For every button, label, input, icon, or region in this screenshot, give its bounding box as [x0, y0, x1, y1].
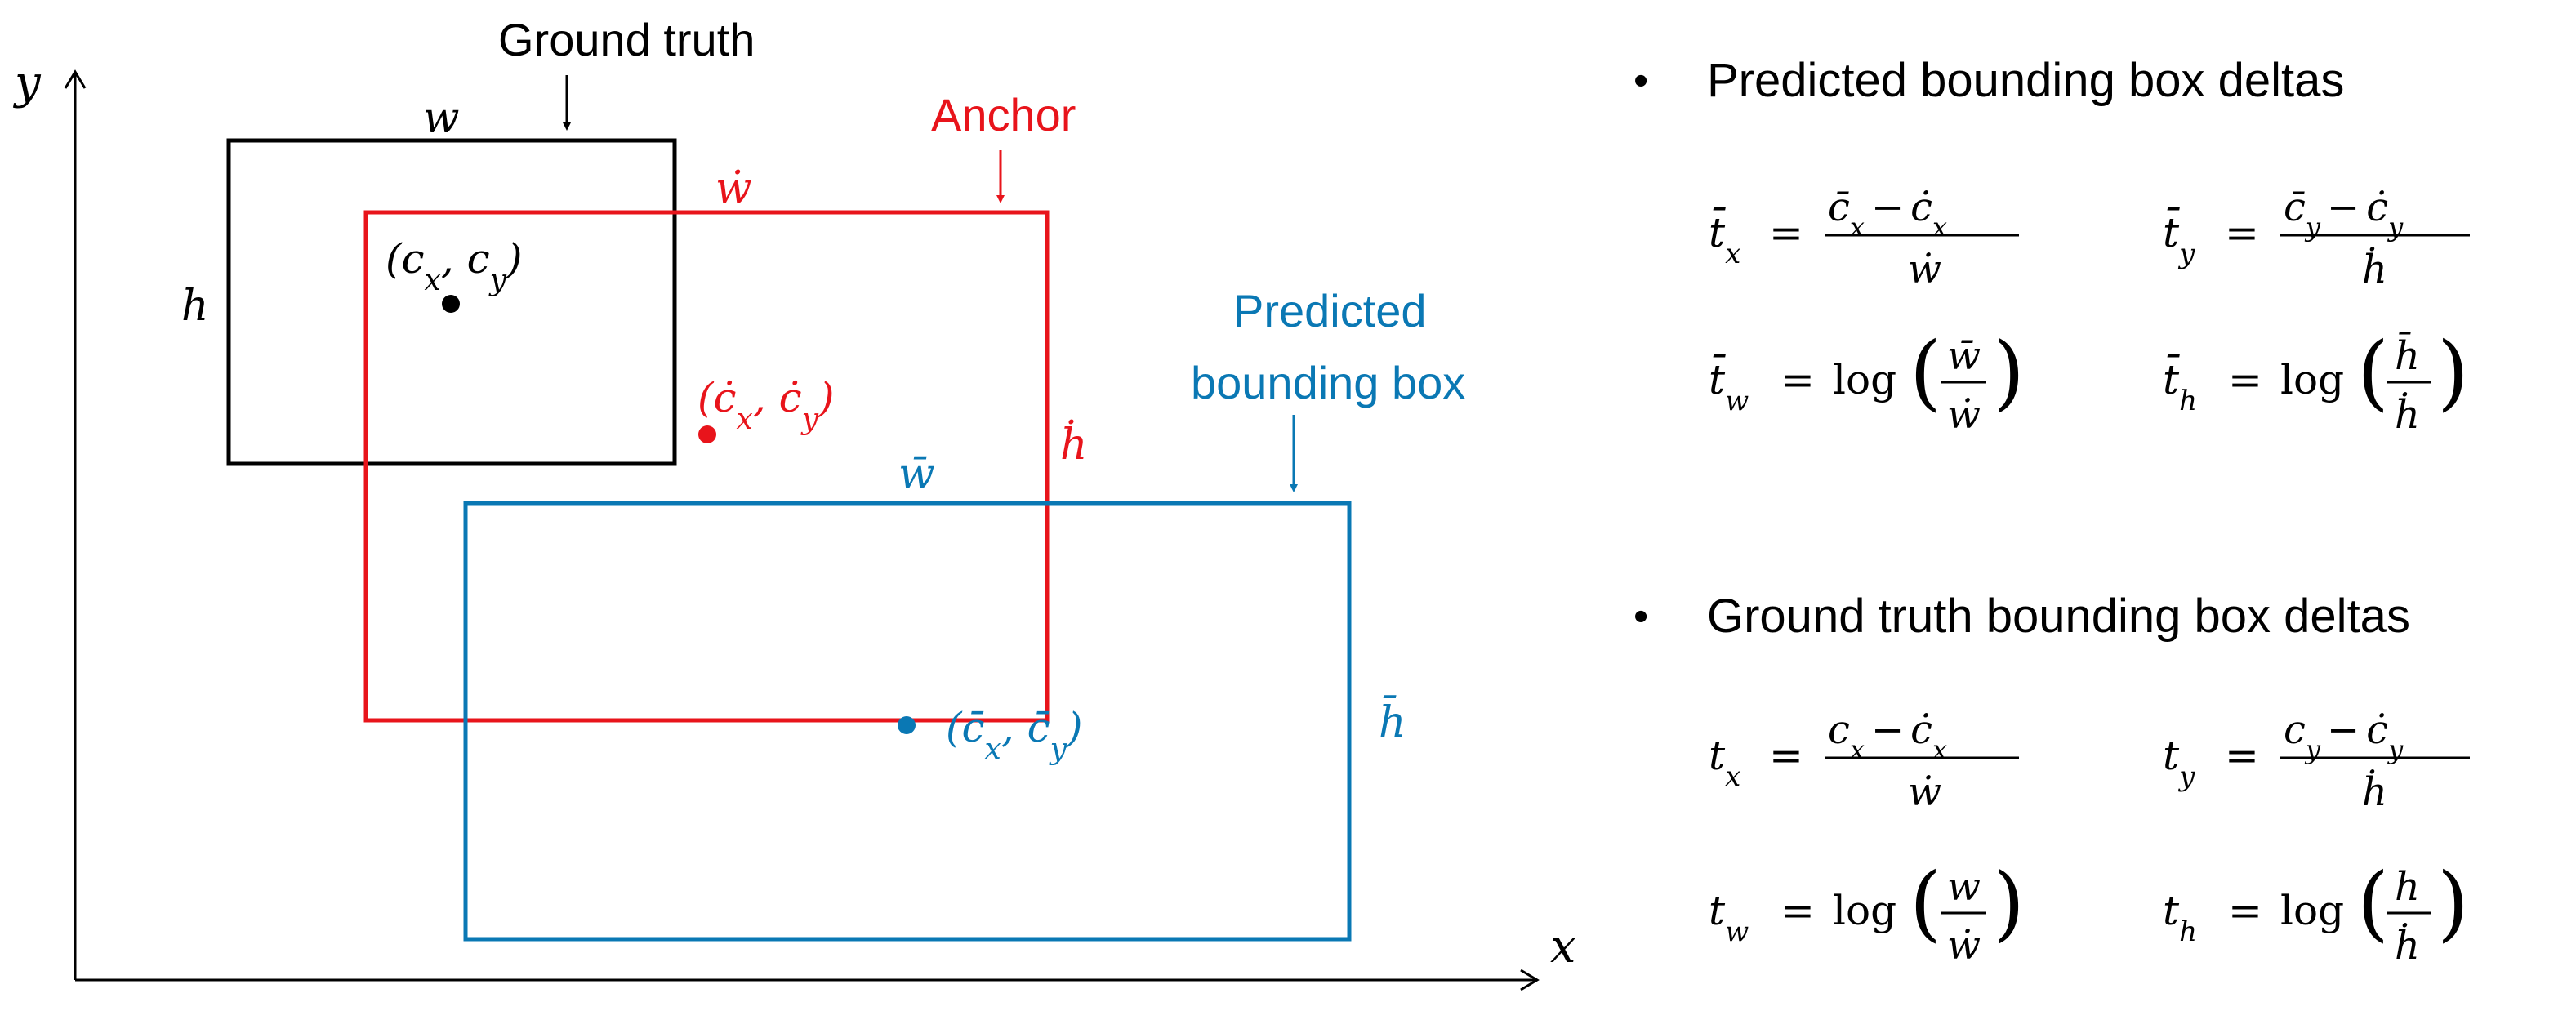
- formula-pred-ty: t̄y = c̄y−ċy ḣ: [2163, 185, 2470, 292]
- formula-gt-tx: tx = cx−ċx ẇ: [1709, 707, 2019, 815]
- svg-text:log: log: [1833, 887, 1896, 934]
- ground-truth-rect: [226, 138, 677, 466]
- svg-text:h: h: [2395, 864, 2420, 910]
- anchor-box: Anchor ẇ ḣ (ċx, ċy): [363, 89, 1088, 723]
- svg-text:ḣ: ḣ: [2362, 246, 2387, 292]
- predicted-deltas-section: • Predicted bounding box deltas t̄x = c̄…: [1633, 54, 2470, 438]
- svg-text:t̄y: t̄y: [2163, 207, 2195, 270]
- ground-truth-box: Ground truth w h (cx, cy): [181, 14, 755, 466]
- svg-text:=: =: [2225, 732, 2259, 779]
- svg-text:ẇ: ẇ: [1908, 769, 1941, 815]
- svg-text:(: (: [1910, 855, 1941, 951]
- anchor-center-label: (ċx, ċy): [697, 374, 834, 436]
- svg-text:log: log: [2280, 887, 2344, 934]
- svg-text:c̄x−ċx: c̄x−ċx: [1828, 185, 1947, 243]
- svg-text:t̄w: t̄w: [1709, 354, 1749, 417]
- svg-text:ḣ: ḣ: [2362, 768, 2387, 815]
- x-axis-arrowhead: [1520, 969, 1540, 991]
- svg-text:cx−ċx: cx−ċx: [1828, 707, 1947, 765]
- svg-text:c̄y−ċy: c̄y−ċy: [2284, 185, 2404, 243]
- ground-truth-deltas-section: • Ground truth bounding box deltas tx = …: [1633, 590, 2470, 969]
- svg-text:ḣ: ḣ: [2395, 922, 2420, 969]
- svg-text:=: =: [1780, 887, 1815, 934]
- anchor-height-label: ḣ: [1060, 420, 1088, 470]
- ground-truth-center-label: (cx, cy): [386, 235, 522, 297]
- svg-text:ẇ: ẇ: [1947, 923, 1981, 969]
- svg-text:tx: tx: [1709, 732, 1740, 793]
- x-axis-label: x: [1550, 920, 1576, 973]
- svg-text:t̄h: t̄h: [2163, 354, 2197, 417]
- formula-gt-th: th = log ( h ḣ ): [2163, 855, 2469, 969]
- svg-text:): ): [2437, 855, 2469, 951]
- svg-text:(: (: [2357, 324, 2389, 420]
- svg-text:): ): [1993, 324, 2025, 420]
- anchor-callout: Anchor: [931, 89, 1076, 140]
- svg-text:tw: tw: [1709, 887, 1749, 948]
- predicted-center-dot: [898, 716, 916, 734]
- svg-text:=: =: [2228, 356, 2262, 403]
- svg-text:(: (: [1910, 324, 1941, 420]
- predicted-callout-line2: bounding box: [1191, 357, 1465, 408]
- svg-text:(: (: [2357, 855, 2389, 951]
- svg-text:): ): [2437, 324, 2469, 420]
- predicted-box: Predicted bounding box w̄ h̄ (c̄x, c̄y): [463, 285, 1465, 942]
- svg-text:ẇ: ẇ: [1908, 247, 1941, 292]
- predicted-callout-line1: Predicted: [1233, 285, 1427, 336]
- svg-text:log: log: [2280, 356, 2344, 403]
- svg-text:=: =: [1769, 209, 1803, 256]
- svg-text:): ): [1993, 855, 2025, 951]
- y-axis-arrowhead: [64, 69, 87, 89]
- svg-text:w: w: [1947, 864, 1981, 910]
- anchor-rect: [363, 210, 1050, 723]
- predicted-rect: [463, 501, 1352, 942]
- y-axis-label: y: [12, 56, 42, 109]
- svg-text:log: log: [1833, 356, 1896, 403]
- formula-gt-tw: tw = log ( w ẇ ): [1709, 855, 2025, 969]
- ground-truth-heading: Ground truth bounding box deltas: [1707, 590, 2410, 643]
- anchor-width-label: ẇ: [715, 164, 752, 213]
- svg-text:cy−ċy: cy−ċy: [2284, 707, 2404, 765]
- predicted-center-label: (c̄x, c̄y): [946, 704, 1082, 766]
- predicted-heading: Predicted bounding box deltas: [1707, 54, 2344, 107]
- svg-text:th: th: [2163, 887, 2197, 948]
- formula-gt-ty: ty = cy−ċy ḣ: [2163, 707, 2470, 815]
- svg-text:ẇ: ẇ: [1947, 392, 1981, 438]
- ground-truth-callout: Ground truth: [498, 14, 755, 65]
- svg-text:=: =: [2228, 887, 2262, 934]
- formula-pred-tw: t̄w = log ( w̄ ẇ ): [1709, 324, 2025, 438]
- svg-text:h̄: h̄: [2395, 331, 2420, 379]
- predicted-height-label: h̄: [1379, 696, 1406, 747]
- predicted-width-label: w̄: [898, 450, 935, 499]
- ground-truth-width-label: w: [423, 94, 460, 143]
- svg-text:=: =: [1780, 356, 1815, 403]
- predicted-bullet: •: [1633, 57, 1648, 105]
- ground-truth-center-dot: [442, 295, 460, 313]
- formula-pred-th: t̄h = log ( h̄ ḣ ): [2163, 324, 2469, 438]
- axes: y x: [12, 56, 1576, 991]
- svg-text:=: =: [2225, 209, 2259, 256]
- svg-text:ḣ: ḣ: [2395, 391, 2420, 438]
- ground-truth-bullet: •: [1633, 593, 1648, 640]
- formula-pred-tx: t̄x = c̄x−ċx ẇ: [1709, 185, 2019, 292]
- svg-text:ty: ty: [2163, 732, 2195, 793]
- svg-text:w̄: w̄: [1947, 333, 1981, 379]
- ground-truth-height-label: h: [181, 282, 209, 331]
- svg-text:=: =: [1769, 732, 1803, 779]
- anchor-center-dot: [698, 425, 716, 443]
- svg-text:t̄x: t̄x: [1709, 207, 1740, 270]
